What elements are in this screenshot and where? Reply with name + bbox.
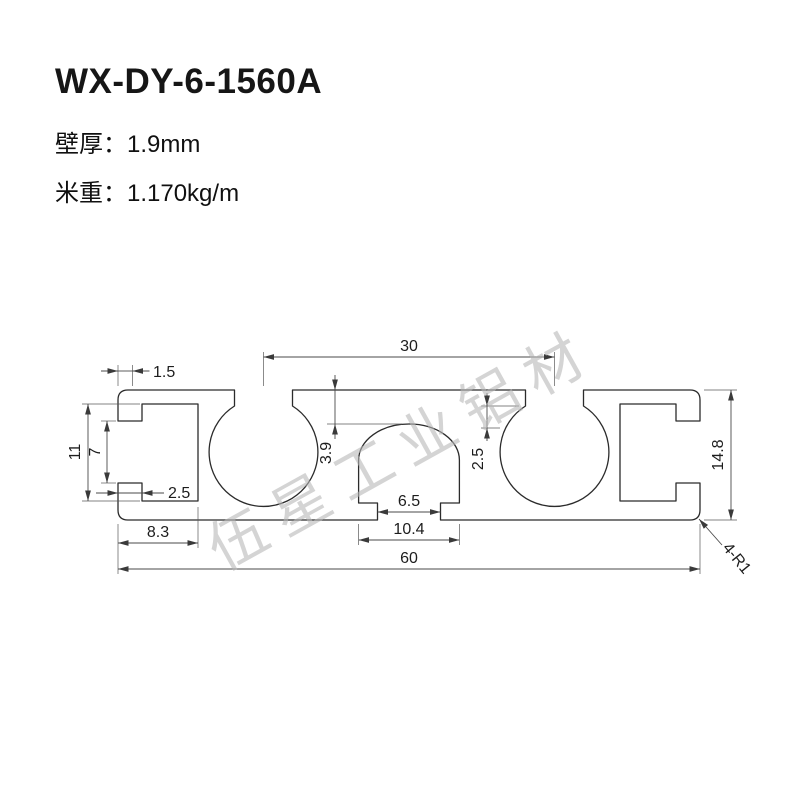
dimension-side-slot-opening-height: 7 [87,420,116,484]
spec-meter-weight: 米重：1.170kg/m [55,173,322,208]
dimension-label-bottom-slot-cavity: 10.4 [393,521,424,538]
spec-wall-thickness-value: 1.9mm [127,131,201,158]
dimension-side-slot-depth: 8.3 [118,507,199,548]
dimension-center-arch-depth: 3.9 [318,375,402,464]
profile-title: WX-DY-6-1560A [55,62,323,101]
dimension-label-bottom-slot-opening: 6.5 [398,493,420,510]
dimension-label-slot-spacing: 30 [400,338,418,355]
spec-meter-weight-label: 米重： [55,180,127,207]
dimension-corner-radius: 4-R1 [698,518,754,578]
dimension-slot-spacing: 30 [263,338,555,386]
dimension-label-side-slot-wall-thickness: 2.5 [168,485,190,502]
dimension-label-center-arch-depth: 3.9 [318,442,335,464]
spec-meter-weight-value: 1.170kg/m [127,180,240,207]
dimension-label-overall-width: 60 [400,550,418,567]
dimension-label-side-slot-depth: 8.3 [147,524,169,541]
dimension-label-tslot-lip-thickness: 2.5 [470,448,487,470]
profile-cross-section [117,389,701,521]
dimension-label-overall-height: 14.8 [710,439,727,470]
dimension-label-side-slot-cavity-height: 11 [67,444,84,461]
spec-wall-thickness-label: 壁厚： [55,131,127,158]
dimension-overall-width: 60 [117,524,701,574]
dimension-label-side-slot-opening-height: 7 [87,447,104,456]
dimension-side-slot-wall-thickness: 2.5 [96,485,190,502]
dimension-bottom-slot-cavity: 10.4 [358,521,460,545]
dimension-top-lip-width: 1.5 [101,364,175,386]
dimension-label-corner-radius: 4-R1 [719,540,754,578]
title-block: WX-DY-6-1560A 壁厚：1.9mm 米重：1.170kg/m [55,62,322,208]
spec-wall-thickness: 壁厚：1.9mm [55,124,322,159]
dimension-overall-height: 14.8 [704,389,737,521]
dimension-bottom-slot-opening: 6.5 [377,493,441,515]
dimension-side-slot-cavity-height: 11 [67,403,140,502]
dimension-tslot-lip-thickness: 2.5 [470,393,519,470]
dimension-label-top-lip-width: 1.5 [153,364,175,381]
